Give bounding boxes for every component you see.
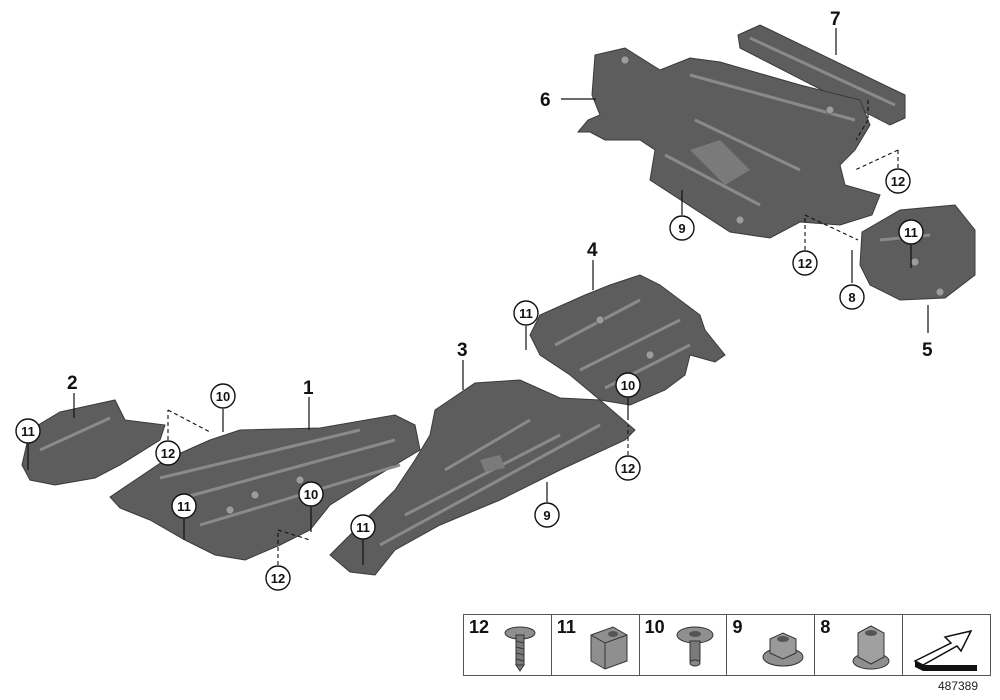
- part-number-5: 5: [922, 340, 933, 361]
- direction-arrow-icon: [913, 629, 978, 671]
- callout-8: 8: [839, 284, 865, 310]
- svg-text:10: 10: [621, 378, 635, 393]
- part-number-4: 4: [587, 240, 598, 261]
- legend-number: 11: [556, 617, 576, 637]
- legend-cell-10: 10: [640, 615, 728, 675]
- svg-text:9: 9: [678, 221, 685, 236]
- callout-12-c: 12: [155, 440, 181, 466]
- callout-12-b: 12: [792, 250, 818, 276]
- svg-text:9: 9: [543, 508, 550, 523]
- part-number-2: 2: [67, 373, 78, 394]
- screw-icon: [504, 626, 536, 672]
- svg-text:12: 12: [891, 174, 905, 189]
- legend-cell-11: 11: [552, 615, 640, 675]
- part-number-3: 3: [457, 340, 468, 361]
- svg-text:11: 11: [356, 520, 370, 535]
- legend-number: 10: [644, 617, 665, 637]
- callout-11-b: 11: [171, 493, 197, 519]
- svg-text:10: 10: [304, 487, 318, 502]
- flange-nut-icon: [762, 632, 804, 667]
- svg-text:8: 8: [848, 290, 855, 305]
- legend-cell-12: 12: [464, 615, 552, 675]
- clip-nut-icon: [590, 626, 628, 670]
- part-number-6: 6: [540, 90, 551, 111]
- callout-11-e: 11: [898, 219, 924, 245]
- hex-collar-nut-icon: [852, 625, 890, 670]
- svg-text:12: 12: [621, 461, 635, 476]
- legend-number: 8: [820, 617, 831, 637]
- svg-text:11: 11: [177, 499, 191, 514]
- part-number-1: 1: [303, 378, 314, 399]
- part-6-panel: [576, 47, 881, 239]
- part-2-shield: [21, 399, 166, 486]
- svg-text:11: 11: [904, 225, 918, 240]
- legend-number: 12: [469, 617, 490, 637]
- callout-12-a: 12: [885, 168, 911, 194]
- callout-12-d: 12: [265, 565, 291, 591]
- legend-cell-9: 9: [727, 615, 816, 675]
- svg-text:12: 12: [161, 446, 175, 461]
- legend-number: 9: [732, 617, 743, 637]
- callout-10-b: 10: [298, 481, 324, 507]
- svg-text:11: 11: [519, 306, 533, 321]
- expanding-rivet-icon: [676, 626, 714, 667]
- leader-lines: [27, 28, 929, 565]
- fastener-legend: 12 11 10 9 8: [463, 614, 991, 676]
- part-5-bracket: [859, 204, 976, 301]
- callout-10-c: 10: [615, 372, 641, 398]
- svg-text:10: 10: [216, 389, 230, 404]
- callout-11-d: 11: [513, 300, 539, 326]
- legend-cell-arrow: [903, 615, 990, 675]
- callout-9-top: 9: [669, 215, 695, 241]
- part-number-labels: 7 6 5 4 3 1 2: [67, 9, 933, 399]
- callout-9-bottom: 9: [534, 502, 560, 528]
- callout-12-e: 12: [615, 455, 641, 481]
- callout-11-c: 11: [350, 514, 376, 540]
- legend-cell-8: 8: [815, 615, 904, 675]
- callout-10-a: 10: [210, 383, 236, 409]
- part-7-shield: [737, 24, 906, 126]
- svg-text:12: 12: [271, 571, 285, 586]
- callout-11-a: 11: [15, 418, 41, 444]
- part-number-7: 7: [830, 9, 841, 30]
- part-3-panel: [329, 379, 636, 576]
- svg-text:12: 12: [798, 256, 812, 271]
- svg-text:11: 11: [21, 424, 35, 439]
- drawing-number: 487389: [937, 679, 978, 693]
